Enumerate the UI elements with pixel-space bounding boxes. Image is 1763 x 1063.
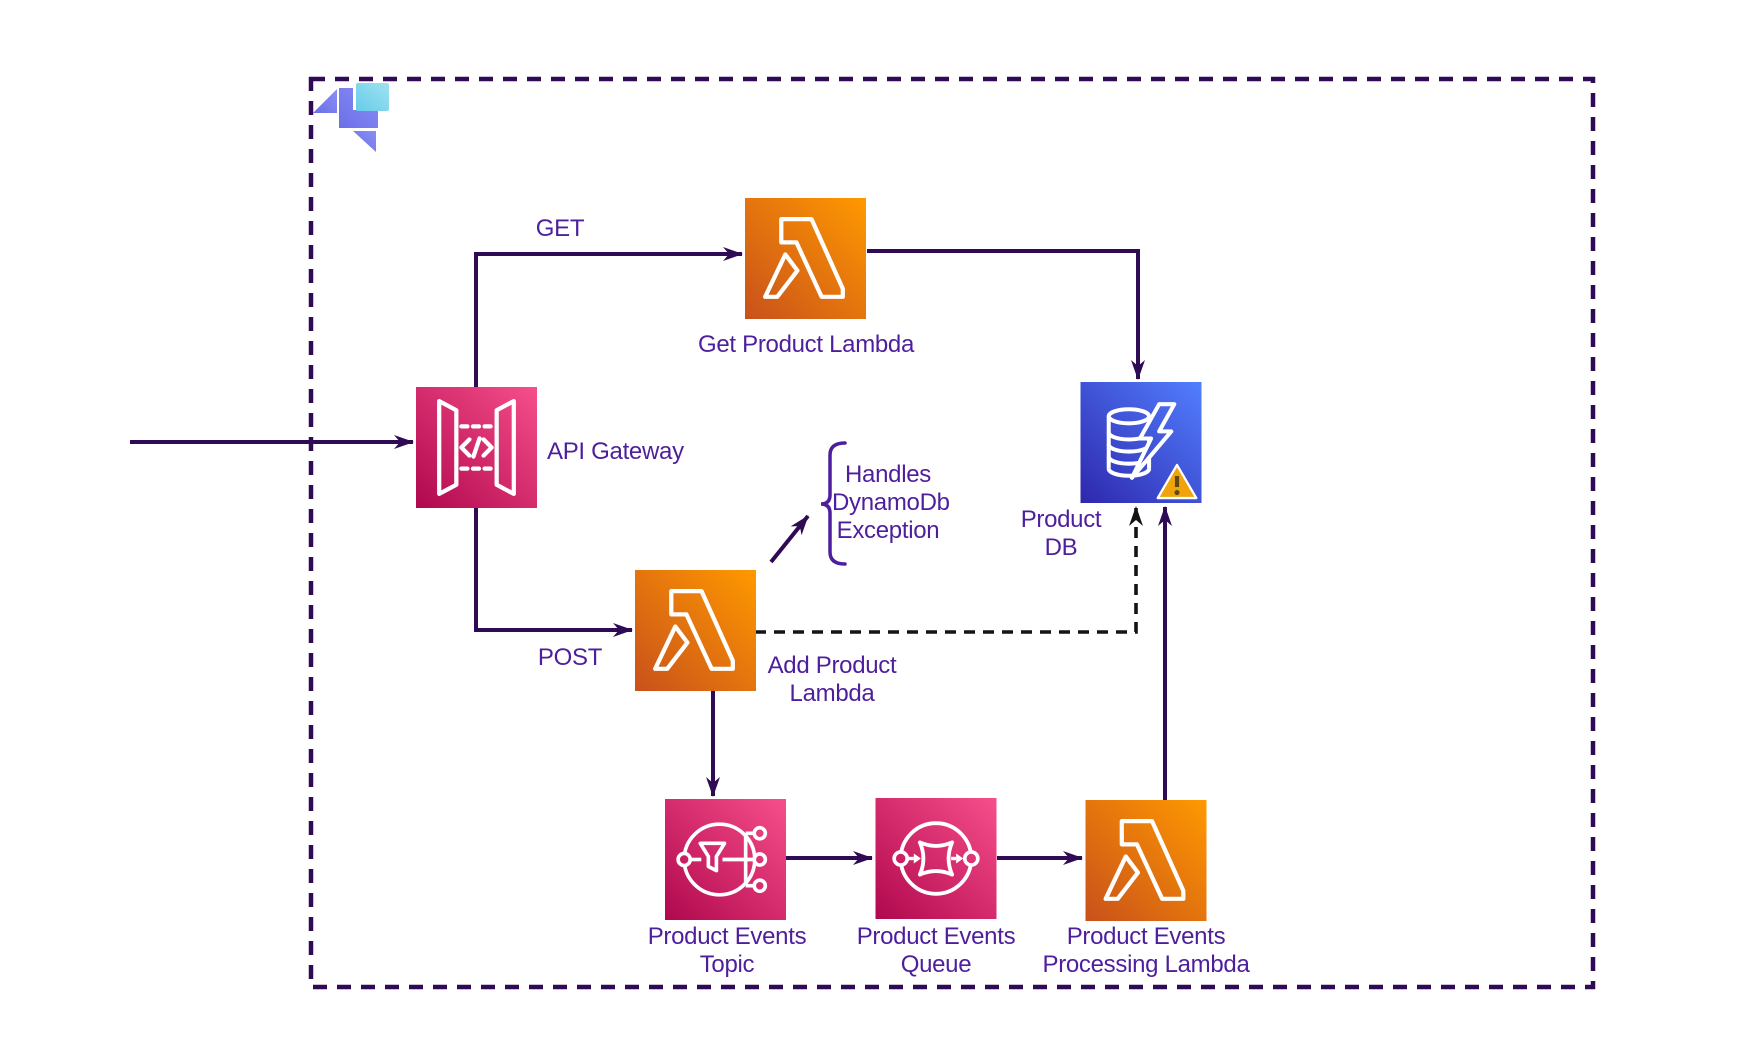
boundary-box — [308, 76, 1596, 990]
node-add-product-lambda — [635, 570, 756, 691]
node-product-events-processing-lambda — [1085, 800, 1207, 921]
edge-get — [474, 247, 743, 387]
node-api-gateway — [416, 387, 537, 508]
label-exception-annotation: Handles DynamoDb Exception — [832, 461, 950, 544]
sns-topic-icon — [665, 799, 786, 920]
node-product-db — [1080, 382, 1202, 503]
api-gateway-icon — [416, 387, 537, 508]
label-add-product-lambda: Add Product Lambda — [767, 652, 897, 707]
label-product-events-queue: Product Events Queue — [856, 923, 1016, 978]
brace — [820, 441, 847, 566]
logo — [313, 83, 389, 152]
label-product-events-topic: Product Events Topic — [647, 923, 807, 978]
label-post: POST — [537, 644, 603, 671]
node-product-events-topic — [665, 799, 786, 920]
lambda-icon — [745, 198, 866, 319]
lambda-icon — [1085, 800, 1207, 921]
warning-icon — [1156, 463, 1198, 500]
label-product-events-processing-lambda: Product Events Processing Lambda — [1042, 923, 1250, 978]
edge-addlambda-to-db-dashed — [755, 506, 1143, 634]
label-get: GET — [535, 215, 585, 242]
node-get-product-lambda — [745, 198, 866, 319]
sqs-queue-icon — [875, 798, 997, 919]
edge-exception — [769, 514, 810, 564]
label-get-product-lambda: Get Product Lambda — [697, 331, 915, 358]
label-api-gateway: API Gateway — [547, 438, 684, 465]
edge-post — [474, 507, 633, 637]
edge-getlambda-to-db — [867, 249, 1145, 380]
label-product-db: Product DB — [1020, 506, 1102, 561]
lambda-icon — [635, 570, 756, 691]
node-product-events-queue — [875, 798, 997, 919]
